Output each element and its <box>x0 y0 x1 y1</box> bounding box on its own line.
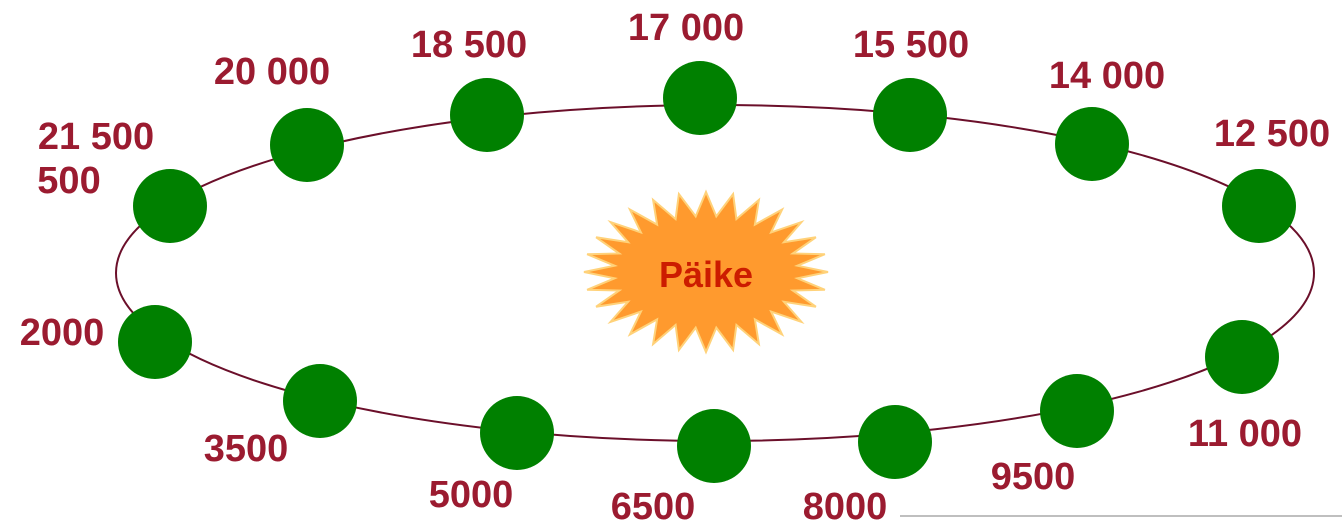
planet-label: 18 500 <box>411 24 527 66</box>
planet-2: 14 000 <box>1049 55 1165 181</box>
planet-0: 17 000 <box>628 7 744 135</box>
planet-3: 12 500 <box>1214 113 1330 243</box>
planet-label: 20 000 <box>214 51 330 93</box>
planet-label: 17 000 <box>628 7 744 49</box>
planet-marker <box>858 405 932 479</box>
planet-label: 2000 <box>20 312 105 354</box>
planet-marker <box>663 61 737 135</box>
planet-marker <box>1205 320 1279 394</box>
planet-label: 12 500 <box>1214 113 1330 155</box>
planet-marker <box>1040 374 1114 448</box>
planet-13: 18 500 <box>411 24 527 152</box>
planet-1: 15 500 <box>853 24 969 152</box>
planet-label: 6500 <box>611 486 696 526</box>
planet-5: 9500 <box>991 374 1114 498</box>
planet-4: 11 000 <box>1188 320 1302 455</box>
planet-label: 5000 <box>429 474 514 516</box>
planet-label: 15 500 <box>853 24 969 66</box>
planet-marker <box>480 396 554 470</box>
planet-marker <box>270 108 344 182</box>
planet-11: 21 500 500 <box>37 116 207 243</box>
planet-label: 9500 <box>991 456 1076 498</box>
planet-marker <box>1055 107 1129 181</box>
planet-marker <box>1222 169 1296 243</box>
planet-label: 8000 <box>803 486 888 526</box>
planet-8: 5000 <box>429 396 554 516</box>
planet-marker <box>133 169 207 243</box>
planet-12: 20 000 <box>214 51 344 182</box>
planet-label: 500 <box>37 160 100 202</box>
planet-6: 8000 <box>803 405 932 526</box>
sun: Päike <box>583 189 829 355</box>
planet-marker <box>283 364 357 438</box>
planet-label: 14 000 <box>1049 55 1165 97</box>
planet-label: 3500 <box>204 428 289 470</box>
planet-marker <box>118 305 192 379</box>
sun-label: Päike <box>659 254 753 295</box>
planet-label-secondary: 21 500 <box>38 116 154 158</box>
planet-marker <box>873 78 947 152</box>
planet-marker <box>450 78 524 152</box>
planet-label: 11 000 <box>1188 413 1302 455</box>
planet-7: 6500 <box>611 409 751 526</box>
planet-9: 3500 <box>204 364 357 470</box>
sun-starburst <box>583 189 829 355</box>
planet-10: 2000 <box>20 305 192 379</box>
planet-marker <box>677 409 751 483</box>
